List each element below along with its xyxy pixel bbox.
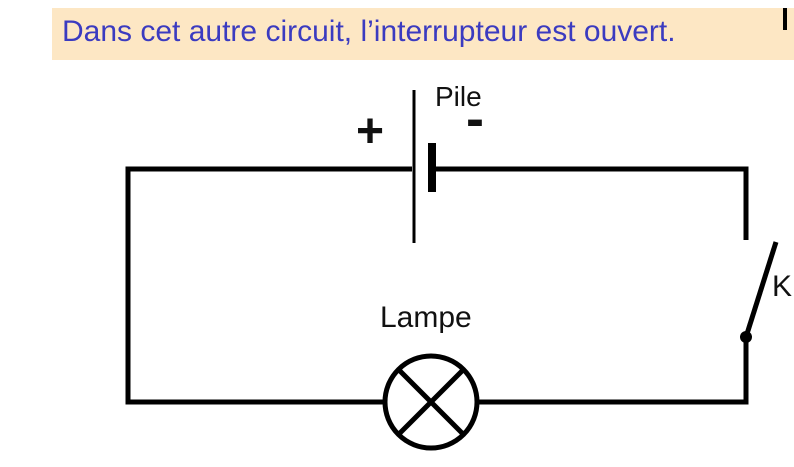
caption-banner: Dans cet autre circuit, l’interrupteur e… xyxy=(52,8,794,60)
lamp-label: Lampe xyxy=(380,301,472,334)
plus-sign: + xyxy=(356,105,384,158)
wire-top-right xyxy=(436,166,749,240)
caption-text: Dans cet autre circuit, l’interrupteur e… xyxy=(62,15,676,48)
switch-symbol xyxy=(740,241,779,343)
wire-top-left xyxy=(125,166,412,405)
minus-sign: - xyxy=(466,89,484,149)
lamp-symbol xyxy=(382,353,480,451)
edge-mark xyxy=(783,8,787,30)
switch-label: K xyxy=(772,270,792,303)
wire-bottom-right xyxy=(478,338,749,405)
battery-label: Pile xyxy=(435,81,482,112)
